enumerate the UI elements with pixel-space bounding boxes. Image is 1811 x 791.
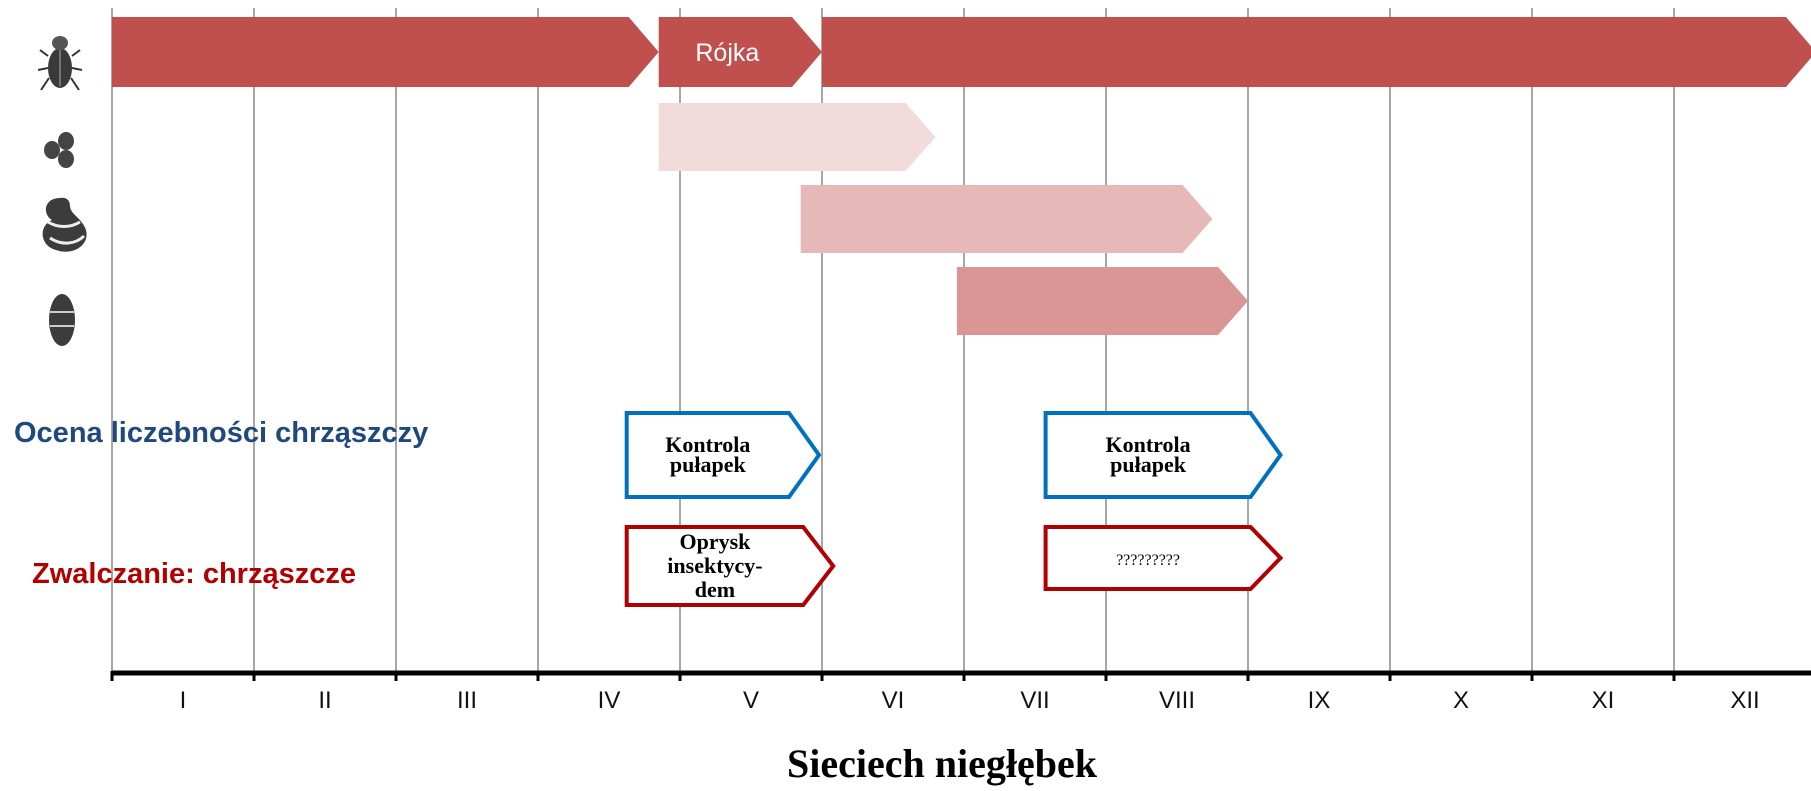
row-label-monitoring: Ocena liczebności chrząszczy [14, 417, 428, 449]
action-box-label: ????????? [1116, 552, 1180, 569]
stage-bar [822, 17, 1811, 87]
month-gridlines [111, 8, 1675, 672]
month-tick-label: III [457, 687, 477, 714]
action-box-label: insektycy- [667, 553, 762, 578]
action-box [624, 411, 822, 499]
action-box-label: dem [695, 577, 735, 602]
stage-bar [658, 17, 822, 87]
life-stage-bars: Rójka [112, 17, 1811, 335]
month-tick-label: V [743, 687, 759, 714]
action-boxes: KontrolapułapekKontrolapułapekOpryskinse… [624, 411, 1284, 607]
stage-bar [956, 267, 1248, 335]
action-box [1043, 525, 1284, 591]
life-stage-icons [37, 36, 87, 346]
action-row-labels: Ocena liczebności chrząszczy Zwalczanie:… [14, 417, 428, 590]
adult-beetle-icon [37, 36, 83, 91]
larva-icon [42, 197, 87, 252]
month-tick-label: IV [598, 687, 621, 714]
action-box-label: Kontrola [665, 432, 750, 457]
action-box [624, 525, 836, 607]
eggs-icon [44, 132, 74, 168]
month-tick-label: XII [1730, 687, 1759, 714]
row-label-control: Zwalczanie: chrząszcze [32, 558, 356, 590]
stage-bar [112, 17, 659, 87]
stage-bar [800, 185, 1213, 253]
action-box-label: Oprysk [679, 529, 751, 554]
action-box [1043, 411, 1283, 499]
month-tick-label: I [180, 687, 187, 714]
month-tick-label: VIII [1159, 687, 1195, 714]
x-axis-title: Sieciech niegłębek [787, 741, 1098, 786]
month-tick-label: II [318, 687, 331, 714]
month-tick-label: X [1453, 687, 1469, 714]
month-tick-label: VII [1020, 687, 1049, 714]
action-box-label: Kontrola [1105, 432, 1190, 457]
pupa-icon [49, 294, 75, 346]
swarming-label: Rójka [695, 39, 759, 67]
stage-bar [658, 103, 936, 171]
action-box-label: pułapek [1110, 452, 1187, 477]
month-tick-label: VI [882, 687, 905, 714]
action-box-label: pułapek [670, 452, 747, 477]
month-tick-label: IX [1308, 687, 1331, 714]
month-tick-label: XI [1592, 687, 1615, 714]
